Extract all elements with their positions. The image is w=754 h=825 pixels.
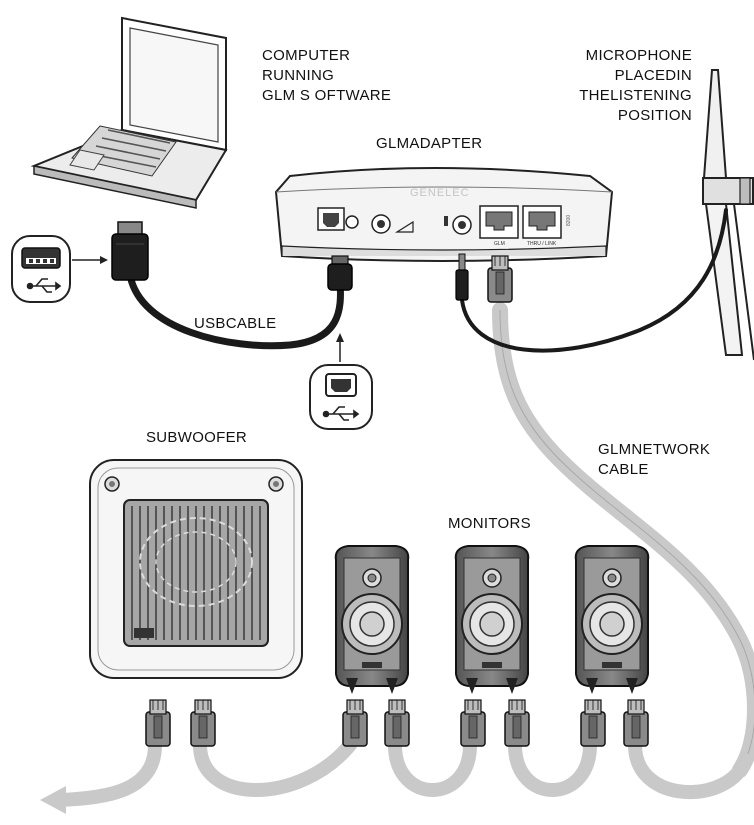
usb-b-plug: [327, 255, 353, 291]
glm-adapter: [274, 167, 614, 262]
rj45-plug-icon: [342, 699, 368, 747]
network-cable-label: GLMNETWORK CABLE: [598, 440, 710, 480]
usb-symbol-icon: [26, 278, 62, 293]
microphone-label: MICROPHONE PLACEDIN THELISTENING POSITIO…: [579, 46, 692, 126]
rj45-plug-icon: [190, 699, 216, 747]
adapter-brand: GENELEC: [410, 187, 470, 199]
rj45-plug-icon: [580, 699, 606, 747]
network-cable-label-line: CABLE: [598, 461, 649, 478]
subwoofer-label: SUBWOOFER: [146, 429, 248, 446]
adapter-label: GLMADAPTER: [376, 135, 483, 152]
glm-network-cable: [492, 302, 754, 778]
monitor-speaker-icon: [334, 545, 410, 695]
usb-cable: [126, 271, 344, 350]
mic-jack-plug: [455, 253, 469, 301]
rj45-plug-icon: [487, 255, 513, 303]
rj45-plug-icon: [145, 699, 171, 747]
microphone-label-line: THELISTENING: [579, 87, 692, 104]
computer-label-line: GLM S OFTWARE: [262, 87, 392, 104]
monitor-speaker-icon: [574, 545, 650, 695]
computer-label-line: RUNNING: [262, 67, 335, 84]
usb-cable-label: USBCABLE: [194, 315, 277, 332]
monitor-speaker-icon: [454, 545, 530, 695]
microphone-label-line: PLACEDIN: [614, 67, 692, 84]
microphone-icon: [702, 69, 754, 361]
arrow-left-icon: [40, 786, 66, 814]
usb-symbol-icon: [322, 406, 360, 421]
usb-a-plug: [111, 221, 149, 281]
rj45-plug-icon: [460, 699, 486, 747]
network-cable-label-line: GLMNETWORK: [598, 441, 711, 458]
computer-label-line: COMPUTER: [262, 47, 351, 64]
monitors-label: MONITORS: [448, 515, 531, 532]
microphone-label-line: POSITION: [617, 107, 692, 124]
usb-a-port-icon: [11, 235, 71, 303]
adapter-serial: 8200: [566, 215, 572, 226]
adapter-port-out-label: THRU / LINK: [527, 241, 557, 247]
rj45-plug-icon: [504, 699, 530, 747]
rj45-plug-icon: [384, 699, 410, 747]
computer-label: COMPUTER RUNNING GLM S OFTWARE: [262, 46, 391, 106]
laptop-icon: [30, 16, 228, 209]
daisy-chain-cable: [193, 738, 752, 800]
usb-b-port-icon: [309, 364, 373, 430]
microphone-label-line: MICROPHONE: [585, 47, 692, 64]
rj45-plug-icon: [623, 699, 649, 747]
microphone-cable: [460, 208, 728, 353]
adapter-port-in-label: GLM: [494, 241, 505, 247]
subwoofer-icon: [89, 459, 303, 679]
